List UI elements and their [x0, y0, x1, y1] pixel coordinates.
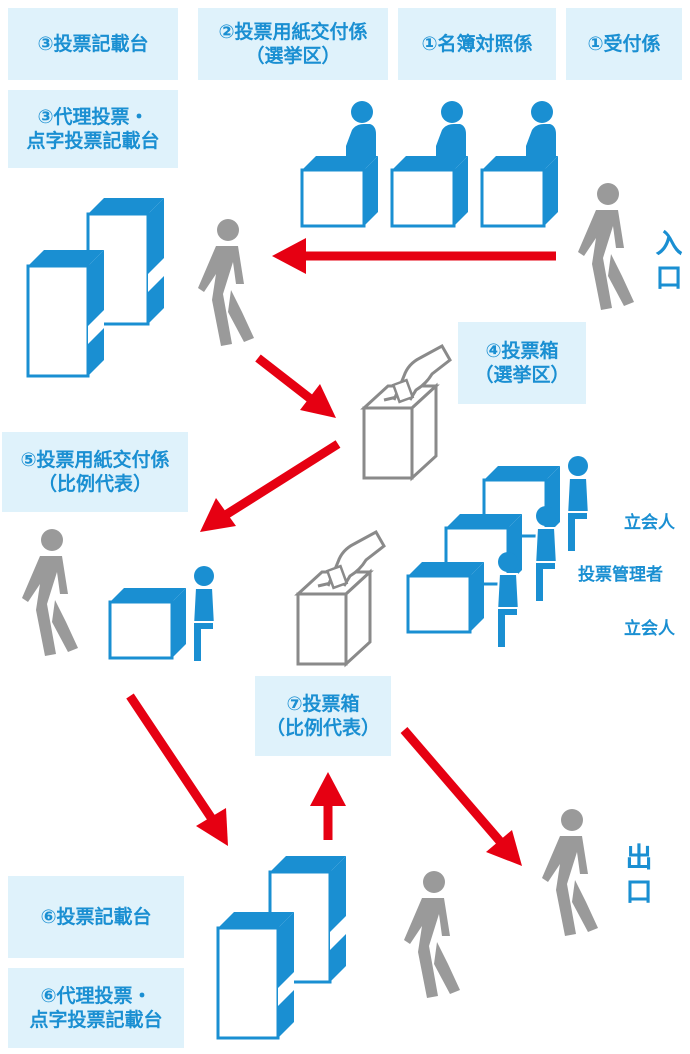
ballot-box-district-icon: [362, 344, 452, 480]
staff-desk-pr: [108, 565, 216, 663]
desk-icon: [406, 560, 486, 634]
seated-witness-icon: [496, 551, 520, 649]
arrow-entrance-to-booth: [272, 238, 556, 274]
witness-manager-desks: [406, 455, 590, 649]
voter-exiting-icon: [542, 809, 598, 936]
label-box-district: ④投票箱 （選挙区）: [458, 322, 586, 404]
arrow-box-to-pr-desk: [200, 440, 341, 532]
arrow-pr-desk-to-booth: [126, 693, 228, 846]
label-witness-2: 立会人: [624, 619, 675, 639]
flow-arrows: [126, 238, 556, 866]
staff-person-icon: [436, 101, 466, 156]
booth-icon: [216, 910, 296, 1040]
seated-manager-icon: [534, 505, 558, 603]
label-entrance: 入 口: [655, 229, 683, 294]
label-witness-1: 立会人: [624, 513, 675, 533]
label-register-check: ①名簿対照係: [398, 8, 556, 80]
staff-desks-top: [300, 101, 560, 228]
seated-staff-icon: [192, 565, 216, 663]
seated-witness-icon: [566, 455, 590, 553]
desk-icon: [390, 154, 470, 228]
staff-person-icon: [346, 101, 376, 156]
label-booth-proxy-bottom: ⑥代理投票・ 点字投票記載台: [8, 968, 184, 1048]
desk-icon: [480, 154, 560, 228]
voting-booths-top: [26, 196, 166, 378]
label-exit: 出 口: [625, 843, 653, 908]
label-booth-proxy-top: ③代理投票・ 点字投票記載台: [8, 90, 178, 168]
label-reception: ①受付係: [566, 8, 682, 80]
arrow-booth-to-box-pr: [310, 772, 346, 840]
arrow-booth-to-box-district: [255, 354, 336, 418]
voter-icon: [404, 871, 460, 998]
label-booth-bottom: ⑥投票記載台: [8, 876, 184, 958]
voting-booths-bottom: [216, 854, 348, 1040]
label-ballot-dist-pr: ⑤投票用紙交付係 （比例代表）: [2, 432, 188, 512]
label-ballot-dist-district: ②投票用紙交付係 （選挙区）: [198, 8, 388, 80]
staff-person-icon: [526, 101, 556, 156]
arrow-box-to-exit: [400, 727, 522, 866]
voter-entering-icon: [578, 183, 634, 310]
desk-icon: [108, 586, 188, 660]
voter-icon: [22, 529, 78, 656]
label-booth-top: ③投票記載台: [8, 8, 178, 80]
voter-icon: [198, 219, 254, 346]
booth-icon: [26, 248, 106, 378]
desk-icon: [300, 154, 380, 228]
ballot-box-pr-icon: [296, 530, 386, 666]
label-manager: 投票管理者: [578, 565, 663, 585]
label-box-pr: ⑦投票箱 （比例代表）: [255, 676, 391, 756]
